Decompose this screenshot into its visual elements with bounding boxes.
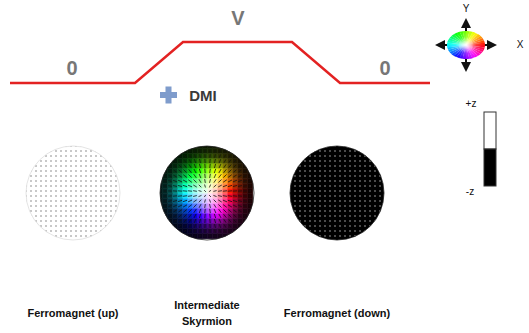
state-label: Ferromagnet (down) [284,305,390,322]
voltage-label: 0 [66,58,77,78]
state-label: Intermediate Skyrmion [162,297,252,330]
pulse-line [10,42,430,83]
state-label: Ferromagnet (up) [27,305,118,322]
axis-label: Y [463,4,470,14]
plus-symbol [160,87,177,104]
wheel-arrows [437,20,495,70]
magnet-state: Ferromagnet (down) [272,140,402,332]
voltage-pulse [10,42,430,83]
colorbar-label: +z [466,99,477,109]
magnet-state: Intermediate Skyrmion [142,140,272,332]
magnet-state: Ferromagnet (up) [8,140,138,332]
voltage-label: 0 [379,58,390,78]
dmi-label: DMI [189,88,217,103]
spin-texture [142,140,272,250]
spin-texture [272,140,402,250]
color-wheel [447,31,485,59]
voltage-label: V [231,8,244,28]
colorbar-label: -z [466,187,474,197]
axis-label: X [517,40,524,50]
spin-texture [8,140,138,250]
z-colorbar [484,112,496,186]
